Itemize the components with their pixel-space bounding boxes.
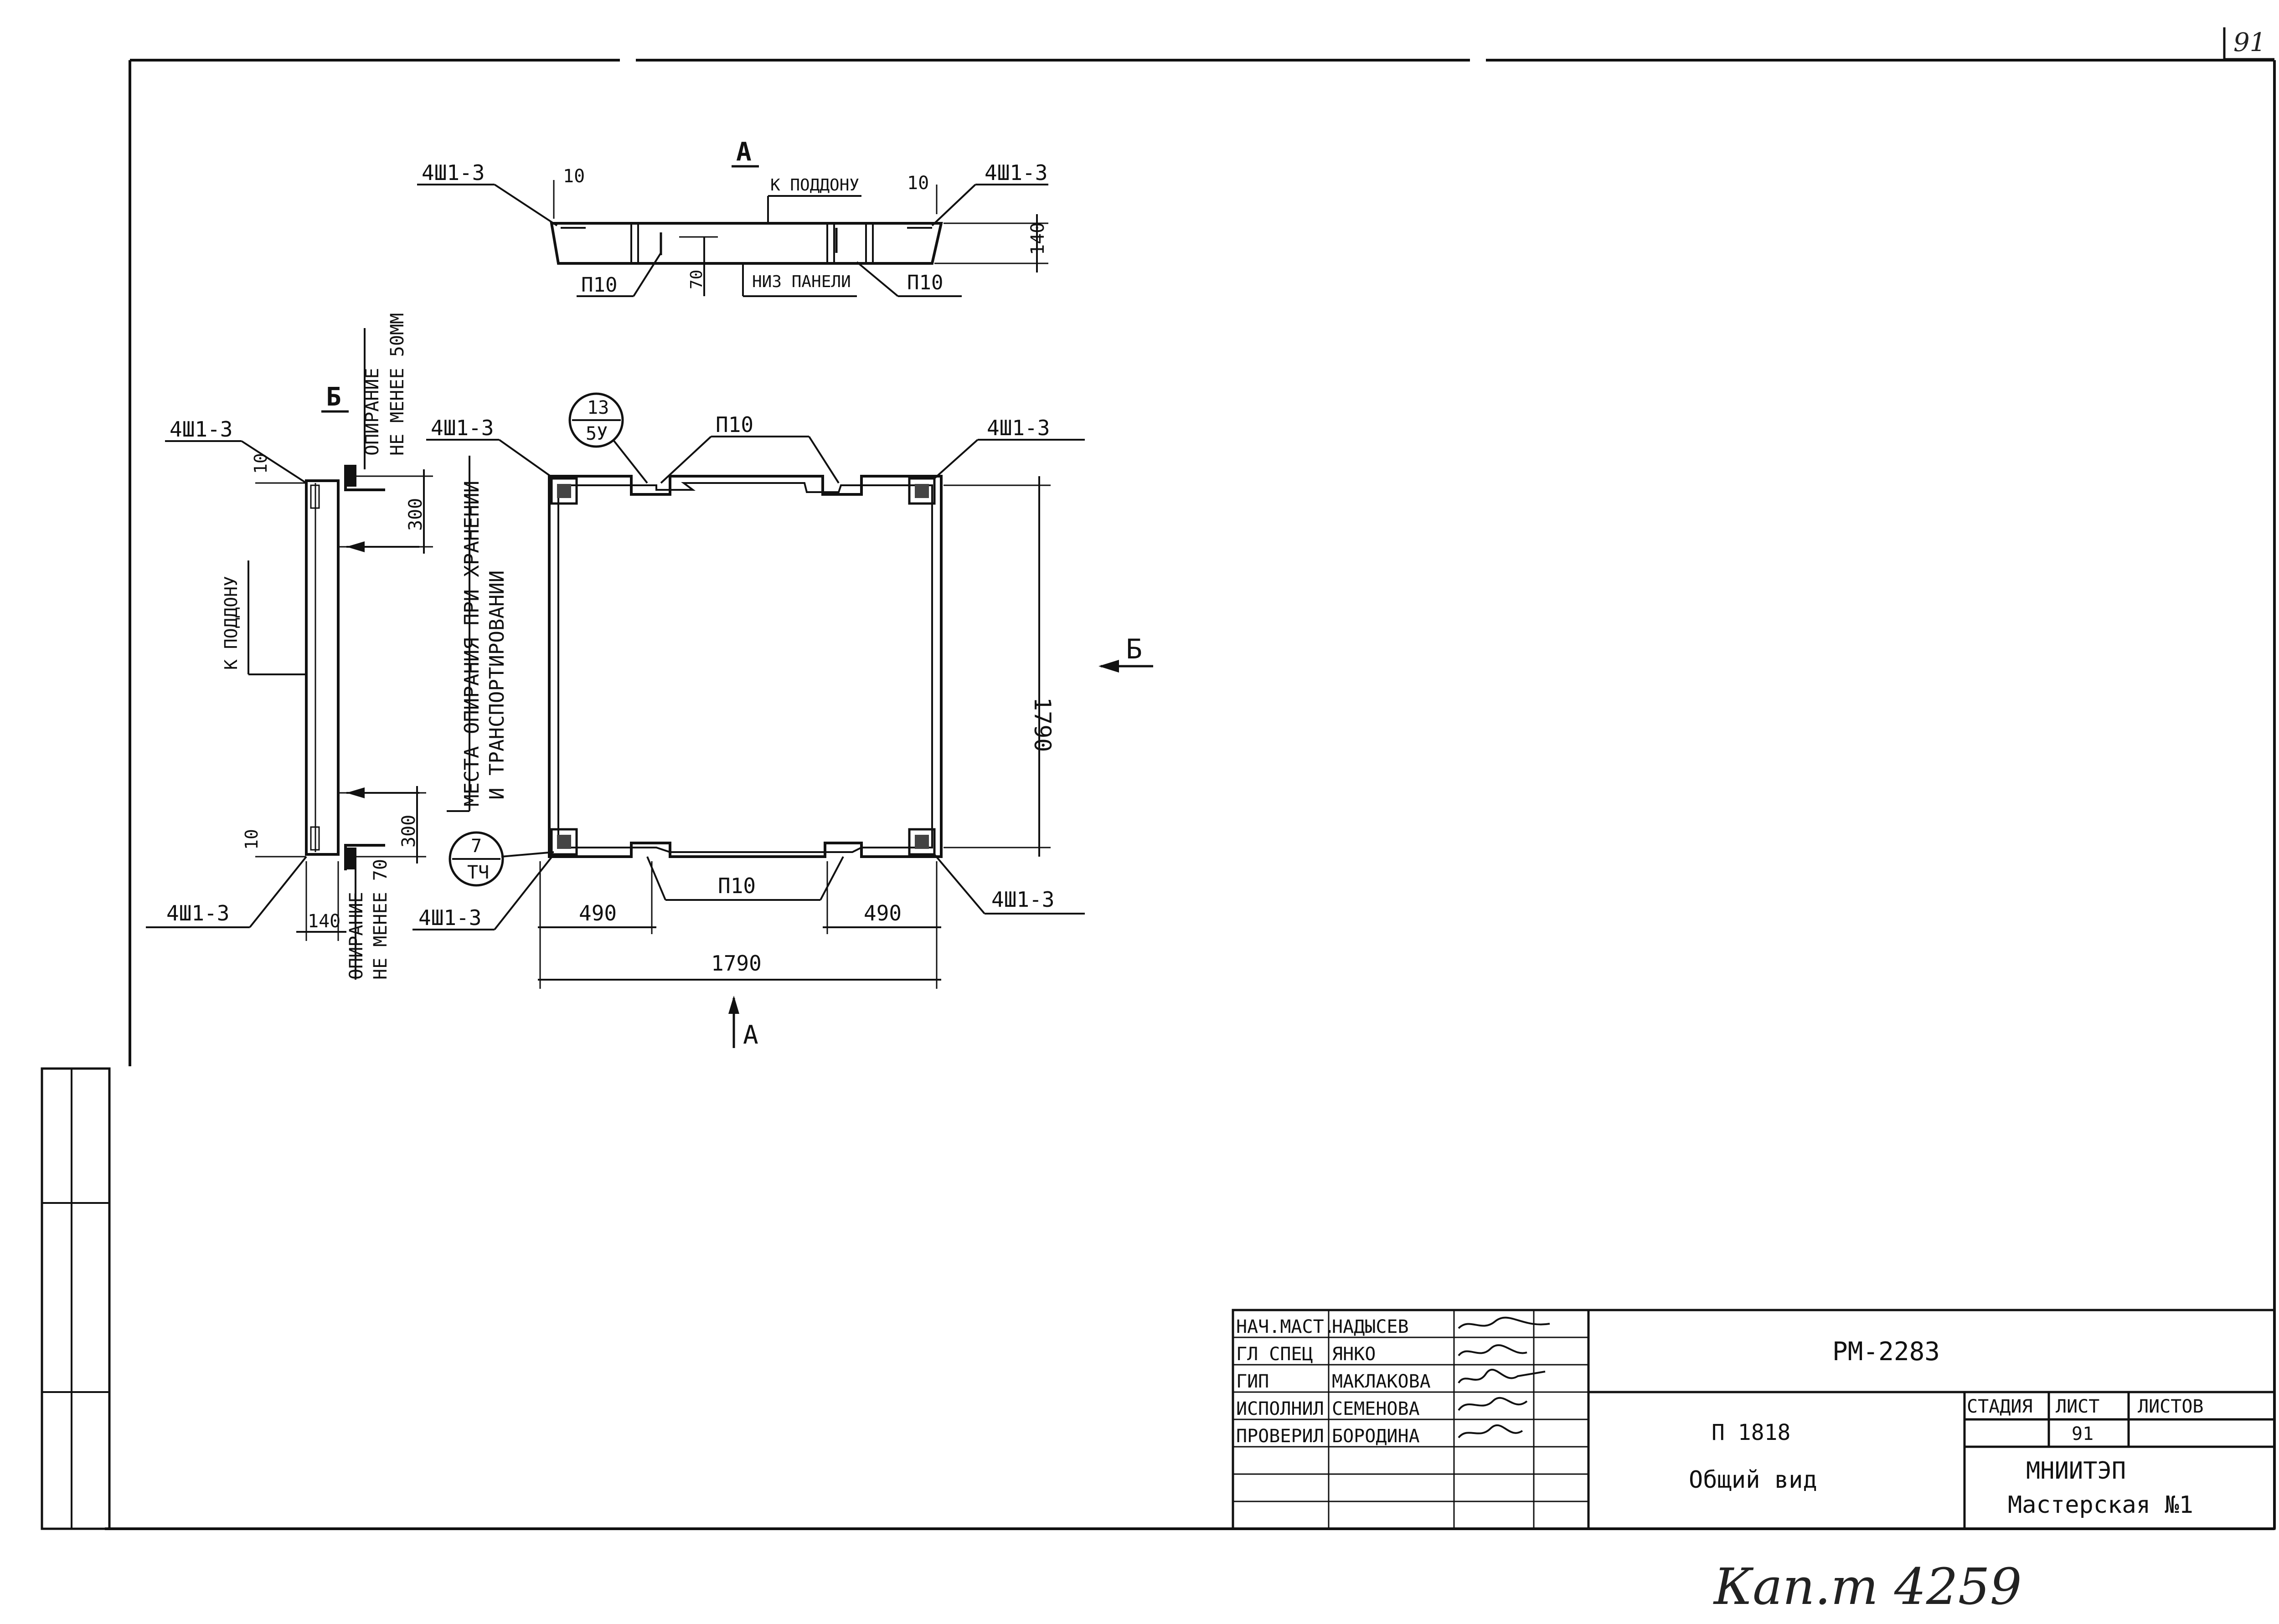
person-name: МАКЛАКОВА [1332, 1371, 1431, 1392]
plan-callout-top-den: 5У [586, 423, 608, 444]
sheets-header: ЛИСТОВ [2138, 1396, 2204, 1417]
plan-dim-left-490: 490 [579, 901, 617, 925]
view-a-dim-left-10: 10 [563, 166, 585, 187]
view-arrow-b-label: Б [1126, 633, 1142, 665]
view-a-dim-right-10: 10 [907, 173, 929, 194]
view-b-to-pallet-label: К ПОДДОНУ [221, 576, 241, 670]
role-label: НАЧ.МАСТ. [1236, 1316, 1335, 1337]
role-label: ИСПОЛНИЛ [1236, 1398, 1324, 1419]
archive-note: Кап.т 4259 [1713, 1557, 2022, 1616]
org-line-1: МНИИТЭП [2026, 1457, 2126, 1485]
view-a-to-pallet-label: К ПОДДОНУ [770, 176, 859, 195]
plan-dim-height: 1790 [1029, 697, 1056, 752]
view-b: Б 4Ш1-3 10 4Ш1-3 10 К ПОДДОНУ ОПИРАНИЕ Н… [146, 313, 509, 980]
view-b-dim-10-bottom: 10 [242, 829, 262, 850]
view-b-title: Б [326, 382, 341, 412]
view-a-p10-left-label: П10 [581, 273, 617, 297]
plan-callout-bottom: 7 ТЧ [449, 831, 554, 887]
view-a: А 4Ш1-3 10 4Ш1-3 10 К ПОДДОНУ 1 [417, 137, 1048, 297]
title-block-names: НАДЫСЕВ ЯНКО МАКЛАКОВА СЕМЕНОВА БОРОДИНА [1332, 1316, 1431, 1447]
plan-anchor-tl-label: 4Ш1-3 [431, 416, 494, 440]
sheet-frame [41, 59, 2276, 1530]
plan-p10-top-label: П10 [716, 412, 753, 437]
sheet-number: 91 [2072, 1424, 2093, 1444]
role-label: ГИП [1236, 1371, 1269, 1392]
corner-number-text: 91 [2233, 28, 2266, 57]
view-a-anchor-label-left: 4Ш1-3 [422, 160, 485, 185]
plan-anchor-bl-label: 4Ш1-3 [418, 905, 481, 930]
view-b-anchor-bottom-label: 4Ш1-3 [166, 901, 229, 925]
plan-callout-bottom-num: 7 [471, 836, 482, 857]
view-a-dim-70: 70 [687, 270, 706, 289]
view-b-support-top-line2: НЕ МЕНЕЕ 50ММ [387, 313, 408, 456]
view-b-support-places-line1: МЕСТА ОПИРАНИЯ ПРИ ХРАНЕНИИ [460, 481, 484, 807]
plan-callout-top: 13 5У [568, 392, 648, 484]
signatures [1458, 1316, 1550, 1439]
plan-anchor-tr-label: 4Ш1-3 [987, 416, 1050, 440]
plan-dim-right-490: 490 [864, 901, 902, 925]
plan-anchor-br-label: 4Ш1-3 [991, 887, 1054, 912]
plan-callout-bottom-den: ТЧ [467, 862, 489, 883]
role-label: ГЛ СПЕЦ [1236, 1344, 1313, 1365]
view-b-dim-10-top: 10 [251, 453, 271, 474]
plan-anchor-squares [550, 477, 936, 856]
product-code: П 1818 [1712, 1420, 1790, 1445]
corner-sheet-number: 91 [2223, 27, 2274, 61]
person-name: ЯНКО [1332, 1344, 1376, 1365]
view-b-dim-300-top: 300 [405, 498, 426, 531]
view-b-dim-300-bottom: 300 [398, 815, 419, 848]
person-name: БОРОДИНА [1332, 1426, 1420, 1447]
view-a-bottom-panel-label: НИЗ ПАНЕЛИ [752, 272, 851, 291]
view-b-dim-140: 140 [308, 911, 340, 932]
sheet-header: ЛИСТ [2056, 1396, 2099, 1417]
view-arrow-b: Б [1098, 633, 1153, 673]
title-block-roles: НАЧ.МАСТ. ГЛ СПЕЦ ГИП ИСПОЛНИЛ ПРОВЕРИЛ [1236, 1316, 1335, 1447]
view-b-anchor-top-label: 4Ш1-3 [170, 417, 232, 442]
view-arrow-a-label: А [743, 1020, 758, 1050]
view-a-dim-height: 140 [1027, 222, 1048, 255]
person-name: НАДЫСЕВ [1332, 1316, 1409, 1337]
stage-header: СТАДИЯ [1967, 1396, 2033, 1417]
view-b-support-bottom-line2: НЕ МЕНЕЕ 70 [370, 859, 391, 980]
view-b-support-places-line2: И ТРАНСПОРТИРОВАНИИ [485, 570, 509, 800]
document-code: РМ-2283 [1832, 1337, 1940, 1367]
view-arrow-a: А [728, 996, 758, 1050]
person-name: СЕМЕНОВА [1332, 1398, 1420, 1419]
plan-view: 4Ш1-3 4Ш1-3 4Ш1-3 4Ш1-3 П10 П10 13 5У [412, 392, 1153, 1050]
view-a-title: А [736, 137, 752, 167]
view-a-p10-right-label: П10 [907, 271, 943, 294]
plan-callout-top-num: 13 [587, 397, 609, 418]
plan-dim-width: 1790 [711, 951, 762, 976]
view-a-anchor-label-right: 4Ш1-3 [985, 160, 1047, 185]
sheet-name: Общий вид [1689, 1466, 1817, 1494]
plan-p10-bottom-label: П10 [718, 874, 756, 898]
role-label: ПРОВЕРИЛ [1236, 1426, 1324, 1447]
org-line-2: Мастерская №1 [2008, 1491, 2193, 1519]
title-block: НАЧ.МАСТ. ГЛ СПЕЦ ГИП ИСПОЛНИЛ ПРОВЕРИЛ … [1232, 1309, 2276, 1530]
